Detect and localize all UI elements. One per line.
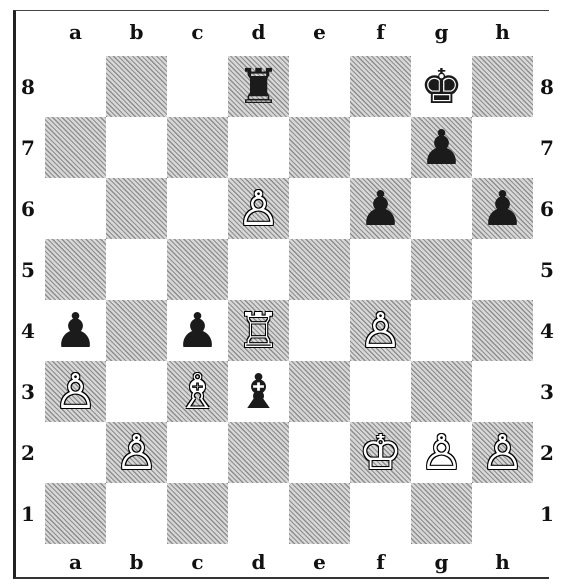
square-e3[interactable] [289,361,350,422]
rank-label-7-right: 7 [535,138,559,158]
square-g5[interactable] [411,239,472,300]
square-c2[interactable] [167,422,228,483]
square-e2[interactable] [289,422,350,483]
file-label-b-top: b [122,22,152,42]
black-pawn-icon[interactable]: ♟ [167,300,228,361]
white-rook-icon[interactable]: ♖ [228,300,289,361]
square-a8[interactable] [45,56,106,117]
square-e8[interactable] [289,56,350,117]
black-pawn-icon[interactable]: ♟ [350,178,411,239]
square-h5[interactable] [472,239,533,300]
square-f7[interactable] [350,117,411,178]
white-bishop-icon[interactable]: ♗ [167,361,228,422]
file-label-g-top: g [427,22,457,42]
white-pawn-icon[interactable]: ♙ [350,300,411,361]
file-label-c-bottom: c [183,552,213,572]
square-e5[interactable] [289,239,350,300]
square-e4[interactable] [289,300,350,361]
rank-label-6-right: 6 [535,199,559,219]
black-king-icon[interactable]: ♚ [411,56,472,117]
square-f8[interactable] [350,56,411,117]
file-label-a-bottom: a [61,552,91,572]
white-pawn-icon[interactable]: ♙ [472,422,533,483]
file-label-a-top: a [61,22,91,42]
square-h7[interactable] [472,117,533,178]
square-c1[interactable] [167,483,228,544]
square-e1[interactable] [289,483,350,544]
rank-label-5-left: 5 [16,260,40,280]
rank-label-1-left: 1 [16,504,40,524]
file-label-d-bottom: d [244,552,274,572]
square-c8[interactable] [167,56,228,117]
square-d7[interactable] [228,117,289,178]
file-label-h-top: h [488,22,518,42]
rank-label-8-left: 8 [16,77,40,97]
rank-label-4-right: 4 [535,321,559,341]
square-a6[interactable] [45,178,106,239]
square-f1[interactable] [350,483,411,544]
black-bishop-icon[interactable]: ♝ [228,361,289,422]
white-pawn-icon[interactable]: ♙ [411,422,472,483]
white-pawn-icon[interactable]: ♙ [45,361,106,422]
white-pawn-icon[interactable]: ♙ [228,178,289,239]
square-b4[interactable] [106,300,167,361]
rank-label-2-left: 2 [16,443,40,463]
black-pawn-icon[interactable]: ♟ [45,300,106,361]
square-c7[interactable] [167,117,228,178]
square-a5[interactable] [45,239,106,300]
square-b3[interactable] [106,361,167,422]
square-b6[interactable] [106,178,167,239]
file-label-d-top: d [244,22,274,42]
file-label-c-top: c [183,22,213,42]
black-pawn-icon[interactable]: ♟ [472,178,533,239]
square-b7[interactable] [106,117,167,178]
square-d2[interactable] [228,422,289,483]
square-h4[interactable] [472,300,533,361]
square-g6[interactable] [411,178,472,239]
file-label-f-bottom: f [366,552,396,572]
chess-board: ♜♚♟♙♟♟♟♟♖♙♙♗♝♙♔♙♙ [45,56,533,544]
rank-label-7-left: 7 [16,138,40,158]
square-g4[interactable] [411,300,472,361]
square-h8[interactable] [472,56,533,117]
black-pawn-icon[interactable]: ♟ [411,117,472,178]
square-d1[interactable] [228,483,289,544]
square-a7[interactable] [45,117,106,178]
file-label-f-top: f [366,22,396,42]
square-b8[interactable] [106,56,167,117]
square-c6[interactable] [167,178,228,239]
square-a1[interactable] [45,483,106,544]
square-e7[interactable] [289,117,350,178]
square-f5[interactable] [350,239,411,300]
rank-label-3-left: 3 [16,382,40,402]
rank-label-6-left: 6 [16,199,40,219]
file-label-h-bottom: h [488,552,518,572]
square-g3[interactable] [411,361,472,422]
square-h3[interactable] [472,361,533,422]
black-rook-icon[interactable]: ♜ [228,56,289,117]
rank-label-3-right: 3 [535,382,559,402]
white-king-icon[interactable]: ♔ [350,422,411,483]
file-label-e-bottom: e [305,552,335,572]
square-c5[interactable] [167,239,228,300]
white-pawn-icon[interactable]: ♙ [106,422,167,483]
rank-label-8-right: 8 [535,77,559,97]
rank-label-1-right: 1 [535,504,559,524]
file-label-g-bottom: g [427,552,457,572]
rank-label-4-left: 4 [16,321,40,341]
file-label-e-top: e [305,22,335,42]
square-e6[interactable] [289,178,350,239]
square-g1[interactable] [411,483,472,544]
square-f3[interactable] [350,361,411,422]
square-b1[interactable] [106,483,167,544]
square-d5[interactable] [228,239,289,300]
file-label-b-bottom: b [122,552,152,572]
square-b5[interactable] [106,239,167,300]
square-h1[interactable] [472,483,533,544]
square-a2[interactable] [45,422,106,483]
rank-label-2-right: 2 [535,443,559,463]
rank-label-5-right: 5 [535,260,559,280]
